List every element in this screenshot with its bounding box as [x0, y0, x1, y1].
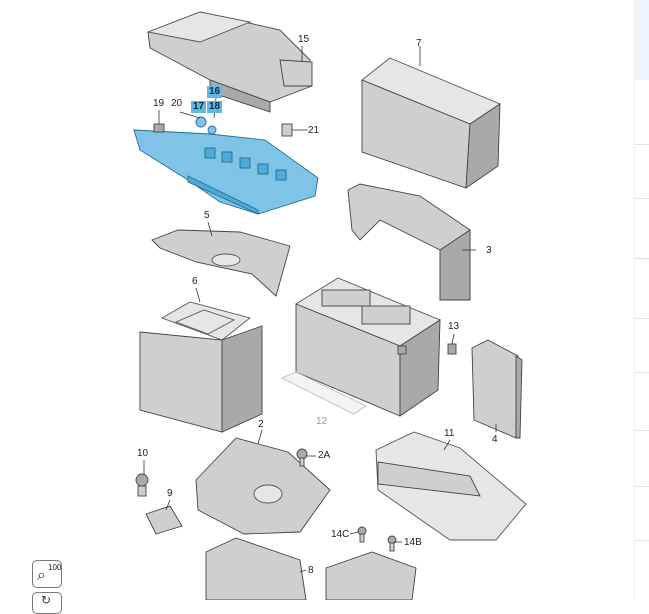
callout-6[interactable]: 6: [192, 276, 198, 287]
rail-divider: [635, 430, 649, 431]
callout-20[interactable]: 20: [171, 98, 183, 109]
callout-14c[interactable]: 14C: [331, 529, 350, 540]
part-bolt-2a[interactable]: [296, 448, 308, 467]
callout-8[interactable]: 8: [308, 565, 314, 576]
part-fuse-carrier[interactable]: [133, 116, 319, 215]
rail-divider: [635, 372, 649, 373]
part-side-panel[interactable]: [471, 339, 523, 439]
part-fuse-box-cover[interactable]: [146, 11, 313, 113]
parts-diagram: [133, 11, 527, 600]
rail-divider: [635, 540, 649, 541]
callout-13[interactable]: 13: [448, 321, 460, 332]
rail-divider: [635, 144, 649, 145]
callout-10[interactable]: 10: [137, 448, 149, 459]
part-battery-insulation[interactable]: [361, 57, 501, 189]
magnifier-icon: ⌕: [37, 565, 46, 584]
callout-21[interactable]: 21: [308, 125, 320, 136]
rail-divider: [635, 258, 649, 259]
callout-7[interactable]: 7: [416, 38, 422, 49]
callout-2a[interactable]: 2A: [318, 450, 331, 461]
part-battery[interactable]: [295, 277, 441, 417]
part-bolt-14c[interactable]: [357, 526, 367, 543]
rail-top-segment: [635, 0, 649, 80]
leader-lines: [143, 46, 497, 573]
part-bolt-10[interactable]: [135, 473, 149, 497]
callout-4[interactable]: 4: [492, 434, 498, 445]
rail-divider: [635, 198, 649, 199]
rail-divider: [635, 486, 649, 487]
rotate-icon: ↻: [41, 593, 52, 607]
callout-12[interactable]: 12: [316, 416, 328, 427]
part-fuse[interactable]: [281, 123, 293, 137]
callout-3[interactable]: 3: [486, 245, 492, 256]
callout-5[interactable]: 5: [204, 210, 210, 221]
zoom-value: 100: [48, 563, 62, 572]
part-battery-bracket[interactable]: [347, 183, 471, 301]
callout-16[interactable]: 16: [207, 86, 223, 98]
rotate-button[interactable]: ↻: [32, 592, 62, 614]
rail-divider: [635, 318, 649, 319]
part-ghost-strip: [281, 371, 367, 415]
zoom-button[interactable]: ⌕ 100: [32, 560, 62, 588]
part-battery-frame[interactable]: [151, 229, 291, 297]
part-vent-plug[interactable]: [447, 343, 457, 355]
part-clip[interactable]: [145, 505, 183, 535]
part-mount-bracket[interactable]: [205, 537, 307, 600]
callout-2[interactable]: 2: [258, 419, 264, 430]
part-battery-base-tray[interactable]: [195, 437, 331, 535]
callout-17[interactable]: 17: [191, 101, 207, 113]
callout-15[interactable]: 15: [298, 34, 310, 45]
callout-11[interactable]: 11: [444, 428, 455, 439]
part-nut[interactable]: [153, 123, 165, 133]
callout-9[interactable]: 9: [167, 488, 173, 499]
part-bolt-14b[interactable]: [387, 535, 397, 552]
part-lower-bracket[interactable]: [325, 551, 417, 600]
callout-19[interactable]: 19: [153, 98, 165, 109]
callout-14b[interactable]: 14B: [404, 537, 422, 548]
right-scroll-rail[interactable]: [634, 0, 649, 600]
part-battery-tray-guide[interactable]: [375, 431, 527, 541]
part-battery-housing[interactable]: [139, 301, 263, 433]
callout-18[interactable]: 18: [207, 101, 223, 113]
